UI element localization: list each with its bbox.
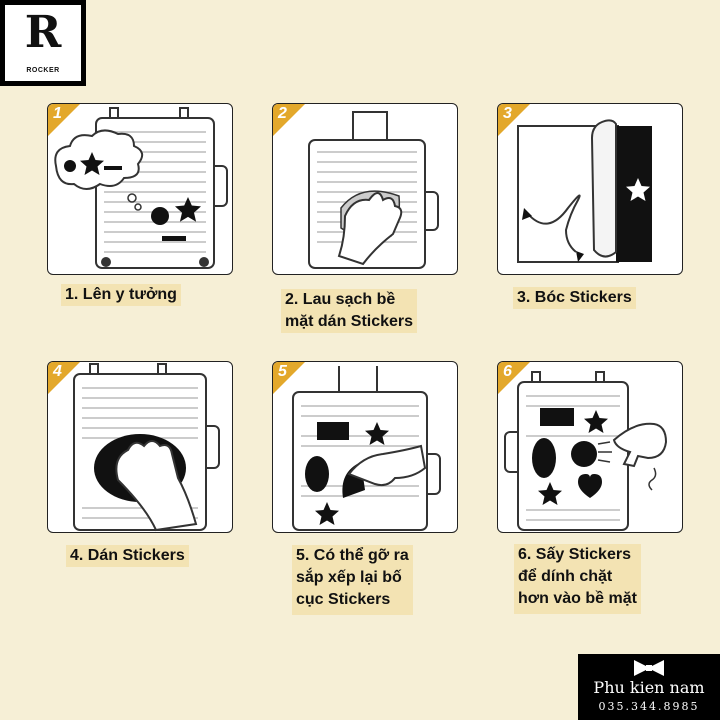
bow-tie-icon [634,660,664,676]
step-6-caption-line: để dính chặt [518,568,613,585]
step-3-illustration [517,119,652,263]
step-3-caption-line: 3. Bóc Stickers [517,289,632,306]
step-4-caption-line: 4. Dán Stickers [70,547,185,564]
step-2-caption-line: mặt dán Stickers [285,313,414,330]
step-2-caption-line: 2. Lau sạch bề [285,291,396,308]
step-2-illustration [308,111,439,269]
step-5-caption-line: sắp xếp lại bố [296,569,402,586]
step-1-caption: 1. Lên y tưởng [61,284,181,306]
step-6-caption-line: 6. Sấy Stickers [518,546,631,563]
brand-phone: 035.344.8985 [598,700,700,713]
step-5-caption: 5. Có thể gỡ ra sắp xếp lại bố cục Stick… [292,545,413,615]
step-2-badge [273,104,306,137]
step-3-panel: 3 [497,103,683,275]
step-5-number: 5 [278,363,287,380]
step-5-caption-line: cục Stickers [296,591,391,608]
step-4-number: 4 [53,363,62,380]
step-1-panel: 1 [47,103,233,275]
step-6-illustration [504,371,668,531]
step-1-number: 1 [53,105,62,122]
step-2-caption: 2. Lau sạch bề mặt dán Stickers [281,289,418,333]
step-4-illustration [73,363,220,532]
step-5-illustration [292,366,441,531]
step-6-panel: 6 [497,361,683,533]
step-6-number: 6 [503,363,512,380]
step-6-caption-line: hơn vào bề mặt [518,590,637,607]
step-5-panel: 5 [272,361,458,533]
logo-inner: R ROCKER [5,5,81,81]
step-1-illustration [54,107,228,269]
rocker-logo: R ROCKER [0,0,86,86]
logo-word: ROCKER [26,67,60,74]
step-4-badge [48,362,81,395]
logo-letter: R [24,7,62,58]
step-4-caption: 4. Dán Stickers [66,545,189,567]
step-4-panel: 4 [47,361,233,533]
step-6-caption: 6. Sấy Stickers để dính chặt hơn vào bề … [514,544,641,614]
step-3-number: 3 [503,105,512,122]
step-3-badge [498,104,531,137]
step-6-badge [498,362,531,395]
step-5-badge [273,362,306,395]
brand-name: Phu kien nam [593,678,705,697]
step-2-number: 2 [278,105,287,122]
step-1-badge [48,104,81,137]
brand-box: Phu kien nam 035.344.8985 [578,654,720,720]
step-2-panel: 2 [272,103,458,275]
step-1-caption-line: 1. Lên y tưởng [65,286,177,303]
step-5-caption-line: 5. Có thể gỡ ra [296,547,409,564]
step-3-caption: 3. Bóc Stickers [513,287,636,309]
